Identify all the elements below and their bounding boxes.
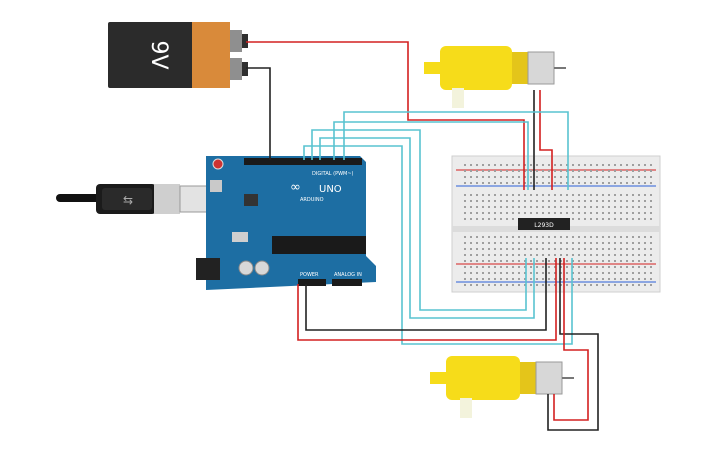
dc-motor-bottom[interactable]	[430, 356, 574, 418]
usb-port	[210, 180, 222, 192]
driver-chip-label: L293D	[534, 222, 554, 229]
power-header-label: POWER	[300, 272, 319, 278]
atmega-chip	[272, 236, 366, 254]
arduino-infinity-logo: ∞	[290, 180, 301, 195]
battery-label: 9V	[146, 40, 171, 69]
l293d-driver-chip[interactable]: L293D	[518, 218, 570, 230]
digital-header	[244, 158, 362, 165]
analog-header	[332, 279, 362, 286]
wire-battery-positive[interactable]	[246, 41, 525, 190]
arduino-logo-text: ARDUINO	[300, 197, 324, 203]
svg-text:⇆: ⇆	[123, 193, 133, 207]
digital-header-label: DIGITAL (PWM~)	[312, 171, 354, 177]
wire-motor-bottom-a[interactable]	[547, 258, 599, 431]
battery-cap	[192, 22, 230, 88]
wire-power-5v[interactable]	[297, 258, 557, 341]
wire-signal-2[interactable]	[319, 137, 535, 319]
wire-signal-4[interactable]	[343, 111, 569, 190]
wire-signal-5[interactable]	[303, 145, 573, 345]
battery-9v[interactable]: 9V	[108, 22, 248, 88]
wire-motor-top-a[interactable]	[539, 90, 553, 190]
wires	[246, 41, 599, 431]
wire-battery-negative[interactable]	[246, 67, 271, 160]
battery-terminal-pos	[230, 30, 242, 52]
wire-signal-1[interactable]	[311, 129, 527, 311]
reset-button[interactable]	[212, 158, 224, 170]
arduino-model: UNO	[319, 184, 342, 195]
wire-signal-3[interactable]	[333, 121, 529, 190]
wire-motor-bottom-b[interactable]	[553, 258, 589, 421]
battery-body	[108, 22, 210, 88]
arduino-uno-board[interactable]: ∞ UNO ARDUINO DIGITAL (PWM~) POWER ANALO…	[196, 156, 376, 290]
power-jack	[196, 258, 220, 280]
usb-cable[interactable]: ⇆	[56, 184, 209, 214]
dc-motor-top[interactable]	[424, 46, 566, 108]
battery-terminal-neg	[230, 58, 242, 80]
analog-header-label: ANALOG IN	[334, 272, 362, 278]
power-header	[298, 279, 326, 286]
wire-power-gnd[interactable]	[305, 258, 547, 331]
